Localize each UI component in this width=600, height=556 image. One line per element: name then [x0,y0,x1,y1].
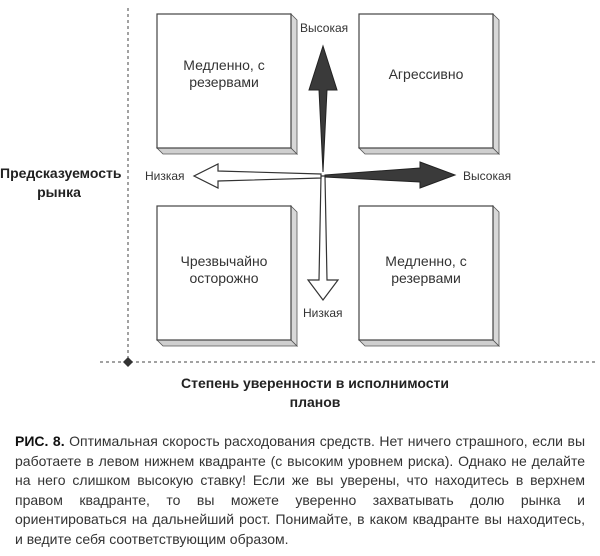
quadrant-box-bottom-left [156,205,298,347]
quadrant-label-top-left: Медленно, с резервами [183,57,265,90]
quadrant-box-top-left [156,13,298,155]
quadrant-box-top-right [358,13,500,155]
arrow-down-low [306,175,340,301]
arrow-up-high [308,44,338,173]
left-axis-title: Предсказуемость рынка [0,165,122,200]
origin-marker [123,357,133,367]
quadrant-diagram [100,8,596,367]
quadrant-label-bottom-left: Чрезвычайно осторожно [180,253,268,286]
quadrant-label-top-right: Агрессивно [388,66,464,82]
arrow-right-high [324,161,457,189]
quadrant-box-bottom-right [358,205,500,347]
arrow-left-low [192,163,322,189]
caption-text: Оптимальная скорость расходования средст… [15,433,586,547]
figure-caption: РИС. 8. Оптимальная скорость расходовани… [15,432,585,549]
horizontal-low-label: Низкая [145,169,185,183]
vertical-high-label: Высокая [300,21,349,35]
quadrant-label-bottom-right: Медленно, с резервами [385,253,467,286]
bottom-axis-title: Степень уверенности в исполнимости плано… [181,375,449,410]
vertical-low-label: Низкая [303,306,343,320]
horizontal-high-label: Высокая [463,169,512,183]
caption-heading: РИС. 8. [15,433,65,449]
